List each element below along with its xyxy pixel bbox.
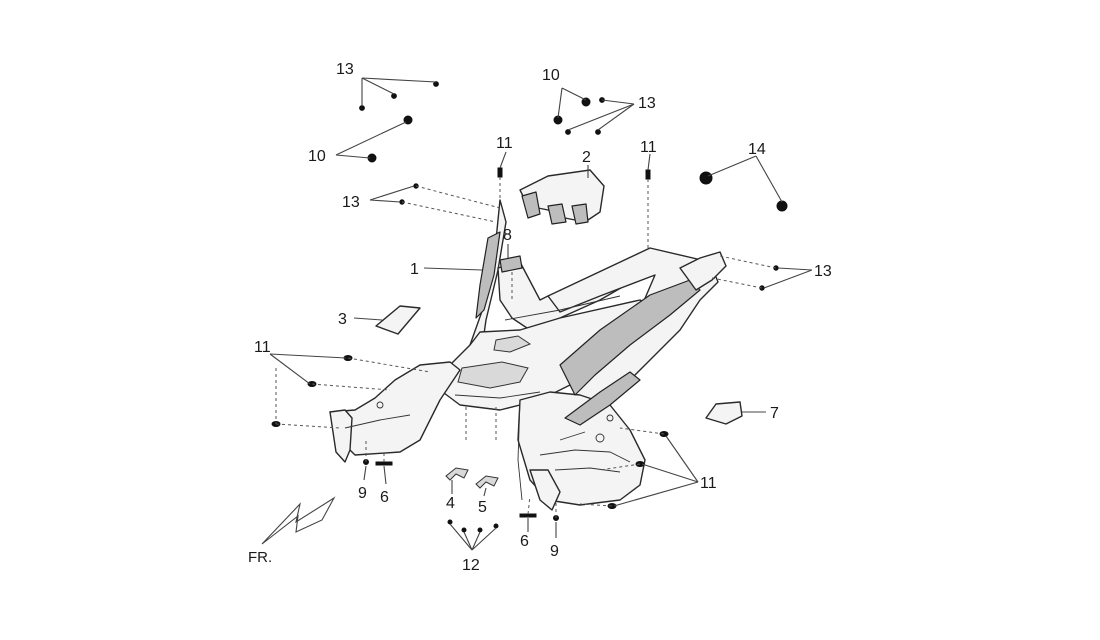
front-direction-arrow-icon bbox=[261, 496, 336, 545]
front-direction-label: FR. bbox=[248, 549, 272, 566]
callout-14: 14 bbox=[748, 141, 766, 158]
callout-labels: 13 10 13 10 13 11 11 2 14 8 1 13 3 11 7 … bbox=[248, 61, 832, 574]
callout-10-right: 10 bbox=[542, 67, 560, 84]
callout-8: 8 bbox=[503, 227, 512, 244]
tunnel-cover-part bbox=[519, 169, 605, 225]
callout-11-right: 11 bbox=[700, 475, 717, 492]
callout-11-top-right: 11 bbox=[640, 139, 657, 156]
callout-3: 3 bbox=[338, 311, 347, 328]
floor-panel-part bbox=[329, 199, 727, 511]
callout-12: 12 bbox=[462, 557, 480, 574]
callout-11-top-left: 11 bbox=[496, 135, 513, 152]
bracket-parts bbox=[445, 467, 499, 489]
callout-9-right: 9 bbox=[550, 543, 559, 560]
clip-part bbox=[499, 255, 523, 273]
callout-13-right-mid: 13 bbox=[814, 263, 832, 280]
callout-9-left: 9 bbox=[358, 485, 367, 502]
callout-1: 1 bbox=[410, 261, 419, 278]
callout-13-top-left: 13 bbox=[336, 61, 354, 78]
callout-6-left: 6 bbox=[380, 489, 389, 506]
callout-13-top-right: 13 bbox=[638, 95, 656, 112]
callout-5: 5 bbox=[478, 499, 487, 516]
cover-plate-part bbox=[705, 401, 743, 425]
callout-2: 2 bbox=[582, 149, 591, 166]
callout-11-left: 11 bbox=[254, 339, 271, 356]
callout-6-right: 6 bbox=[520, 533, 529, 550]
callout-13-left-mid: 13 bbox=[342, 194, 360, 211]
leader-lines bbox=[269, 77, 813, 551]
pad-part bbox=[375, 305, 421, 335]
callout-10-left: 10 bbox=[308, 148, 326, 165]
callout-7: 7 bbox=[770, 405, 779, 422]
callout-4: 4 bbox=[446, 495, 455, 512]
assembly-lines bbox=[275, 177, 777, 518]
